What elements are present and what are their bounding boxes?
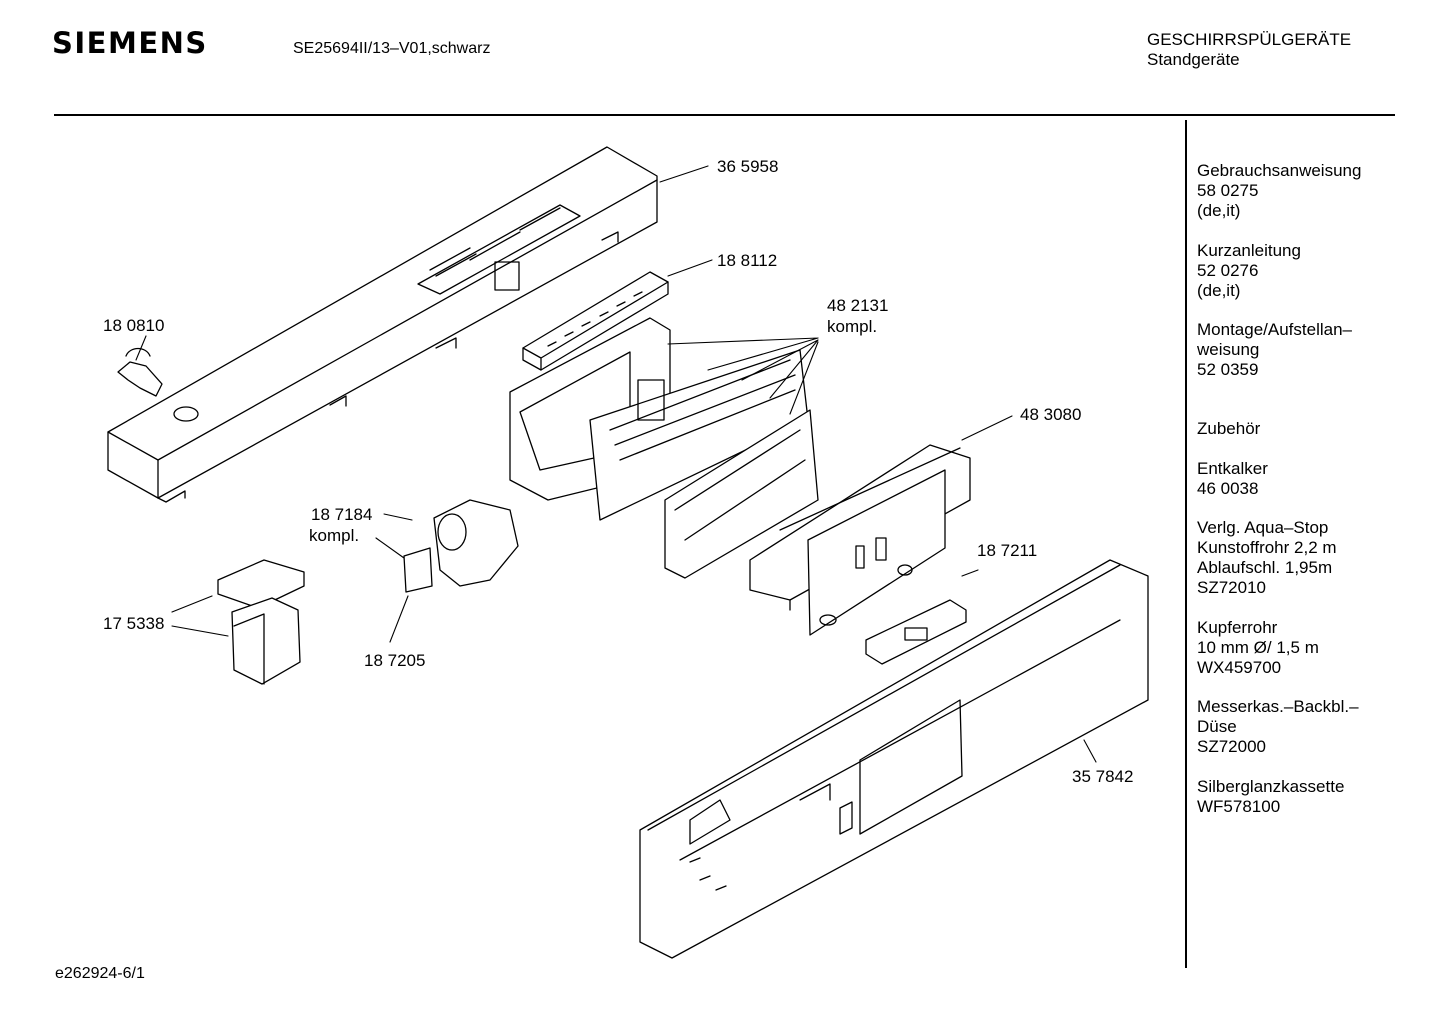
part-number-357842: 35 7842 bbox=[1072, 767, 1134, 786]
accessories-heading: Zubehör bbox=[1197, 419, 1361, 439]
accessory-name: Verlg. Aqua–Stop bbox=[1197, 518, 1329, 537]
leader-lines bbox=[135, 165, 1097, 763]
part-number-187205: 18 7205 bbox=[364, 651, 426, 670]
documents-sidebar: Gebrauchsanweisung 58 0275 (de,it) Kurza… bbox=[1197, 161, 1361, 836]
accessory-number: WF578100 bbox=[1197, 796, 1281, 816]
electronic-module[interactable] bbox=[509, 317, 819, 579]
doc-title: Kurzanleitung bbox=[1197, 240, 1301, 260]
accessory-entry: Verlg. Aqua–Stop Kunstoffrohr 2,2 m Abla… bbox=[1197, 518, 1361, 598]
door-lock-assembly[interactable] bbox=[403, 499, 519, 593]
doc-title: weisung bbox=[1197, 340, 1260, 359]
part-number-365958: 36 5958 bbox=[717, 157, 779, 176]
part-number-187184-note: kompl. bbox=[309, 526, 360, 545]
header-divider bbox=[54, 114, 1395, 116]
part-number-175338: 17 5338 bbox=[103, 614, 165, 633]
accessory-name: Entkalker bbox=[1197, 458, 1268, 478]
display-board[interactable] bbox=[865, 599, 967, 665]
section-heading: Zubehör bbox=[1197, 419, 1261, 438]
category-block: GESCHIRRSPÜLGERÄTE Standgeräte bbox=[1147, 30, 1351, 70]
accessory-entry: Silberglanzkassette WF578100 bbox=[1197, 777, 1361, 817]
part-number-482131-note: kompl. bbox=[827, 317, 878, 336]
keypad-strip[interactable] bbox=[522, 271, 669, 371]
accessory-number: 46 0038 bbox=[1197, 478, 1259, 498]
accessory-name: Kupferrohr bbox=[1197, 617, 1278, 637]
accessory-number: WX459700 bbox=[1197, 657, 1282, 677]
accessory-detail: 10 mm Ø/ 1,5 m bbox=[1197, 637, 1319, 657]
module-frame[interactable] bbox=[749, 444, 971, 636]
doc-number: 52 0359 bbox=[1197, 360, 1259, 379]
doc-number: 58 0275 bbox=[1197, 181, 1259, 200]
doc-title: Gebrauchsanweisung bbox=[1197, 161, 1362, 180]
clip-part[interactable] bbox=[117, 347, 163, 397]
accessory-entry: Entkalker 46 0038 bbox=[1197, 459, 1361, 499]
accessory-name: Silberglanzkassette bbox=[1197, 776, 1345, 796]
doc-title: Montage/Aufstellan– bbox=[1197, 320, 1352, 339]
category-title: GESCHIRRSPÜLGERÄTE bbox=[1147, 30, 1352, 49]
control-panel-fascia[interactable] bbox=[107, 146, 658, 503]
doc-number: 52 0276 bbox=[1197, 260, 1259, 280]
accessory-entry: Messerkas.–Backbl.– Düse SZ72000 bbox=[1197, 697, 1361, 757]
doc-entry: Montage/Aufstellan– weisung 52 0359 bbox=[1197, 320, 1361, 380]
doc-entry: Gebrauchsanweisung 58 0275 (de,it) bbox=[1197, 161, 1361, 221]
model-number: SE25694II/13–V01,schwarz bbox=[293, 40, 491, 57]
doc-languages: (de,it) bbox=[1197, 280, 1241, 300]
accessory-number: SZ72000 bbox=[1197, 737, 1266, 756]
part-number-188112: 18 8112 bbox=[717, 251, 778, 270]
accessory-number: SZ72010 bbox=[1197, 578, 1266, 597]
control-housing[interactable] bbox=[639, 559, 1149, 959]
accessory-name: Messerkas.–Backbl.– bbox=[1197, 697, 1359, 716]
doc-entry: Kurzanleitung 52 0276 (de,it) bbox=[1197, 241, 1361, 301]
part-number-187211: 18 7211 bbox=[977, 541, 1038, 560]
sidebar-divider bbox=[1185, 120, 1187, 968]
doc-languages: (de,it) bbox=[1197, 201, 1241, 220]
accessory-name: Düse bbox=[1197, 717, 1237, 736]
main-switch[interactable] bbox=[217, 559, 305, 685]
part-number-482131: 48 2131 bbox=[827, 296, 889, 315]
part-number-180810: 18 0810 bbox=[103, 316, 165, 335]
part-number-187184: 18 7184 bbox=[311, 505, 373, 524]
siemens-logo: SIEMENS bbox=[52, 26, 208, 60]
accessory-detail: Ablaufschl. 1,95m bbox=[1197, 558, 1333, 577]
part-number-483080: 48 3080 bbox=[1020, 405, 1082, 424]
accessory-entry: Kupferrohr 10 mm Ø/ 1,5 m WX459700 bbox=[1197, 618, 1361, 678]
drawing-id: e262924-6/1 bbox=[55, 965, 145, 982]
category-subtitle: Standgeräte bbox=[1147, 50, 1240, 69]
accessory-detail: Kunstoffrohr 2,2 m bbox=[1197, 538, 1337, 557]
